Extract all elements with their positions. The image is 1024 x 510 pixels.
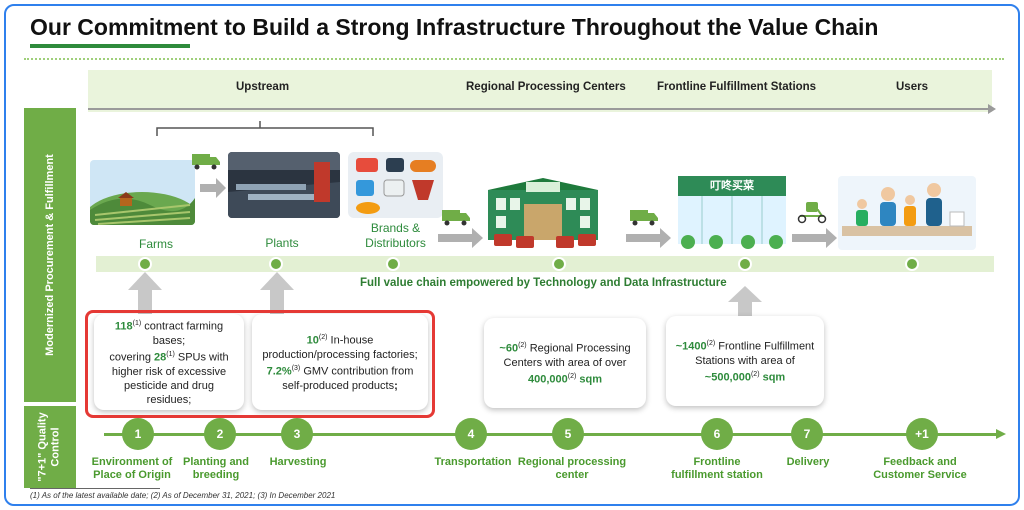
store-sign: 叮咚买菜 (678, 176, 786, 196)
quality-step-6-circle: 6 (701, 418, 733, 450)
title-divider (24, 58, 1004, 60)
card-plants-text: 10(2) In-house production/processing fac… (262, 334, 418, 392)
card-regional-processing: ~60(2) Regional Processing Centers with … (484, 318, 646, 408)
quality-step-1-circle: 1 (122, 418, 154, 450)
card-frontline-stations: ~1400(2) Frontline Fulfillment Stations … (666, 316, 824, 406)
truck-icon (192, 154, 220, 170)
farms-image (90, 160, 195, 225)
flow-dot-users (905, 257, 919, 271)
stage-users: Users (896, 81, 928, 93)
quality-step-4-label: Transportation (434, 456, 512, 468)
truck-icon (442, 210, 470, 226)
quality-timeline (104, 433, 998, 436)
footnote-rule (30, 488, 160, 489)
card-ffs-text: ~1400(2) Frontline Fulfillment Stations … (675, 340, 815, 384)
footnote: (1) As of the latest available date; (2)… (30, 491, 336, 500)
node-label-farms: Farms (139, 237, 173, 251)
side-label-procurement: Modernized Procurement & Fulfillment (24, 108, 76, 402)
flow-dot-rpc (552, 257, 566, 271)
plants-image (228, 152, 340, 218)
card-farms-text: 118(1) contract farming bases; covering … (109, 320, 229, 406)
flow-dot-plants (269, 257, 283, 271)
quality-step-5-circle: 5 (552, 418, 584, 450)
title-underline (30, 44, 190, 48)
arrow-ffs-to-users (792, 228, 837, 248)
side-label-procurement-text: Modernized Procurement & Fulfillment (44, 154, 56, 356)
highlight-box (85, 310, 435, 418)
flow-caption: Full value chain empowered by Technology… (360, 277, 727, 289)
stage-upstream: Upstream (236, 81, 290, 93)
arrow-brands-to-rpc (438, 228, 483, 248)
stage-frontline-fulfillment-stations: Frontline Fulfillment Stations (657, 81, 817, 93)
quality-timeline-arrow (996, 429, 1006, 439)
quality-step-7-label: Delivery (786, 456, 830, 468)
arrow-plants-connector (343, 178, 349, 198)
stage-header-bar (88, 70, 992, 112)
flow-dot-brands (386, 257, 400, 271)
slide-frame (4, 4, 1020, 506)
card-plants: 10(2) In-house production/processing fac… (252, 314, 428, 410)
up-arrow-plants (260, 272, 294, 314)
up-arrow-farms (128, 272, 162, 314)
stage-regional-processing-centers: Regional Processing Centers (466, 81, 626, 93)
quality-step-2-circle: 2 (204, 418, 236, 450)
regional-processing-center-image (488, 178, 598, 248)
stage-arrow-head (988, 104, 996, 114)
card-farms: 118(1) contract farming bases; covering … (94, 314, 244, 410)
flow-dot-ffs (738, 257, 752, 271)
arrow-farms-to-plants (200, 178, 226, 198)
stage-timeline (88, 108, 990, 110)
frontline-station-image: 叮咚买菜 (672, 174, 792, 252)
quality-step-7-circle: 7 (791, 418, 823, 450)
quality-step-3-circle: 3 (281, 418, 313, 450)
flow-dot-farms (138, 257, 152, 271)
users-image (838, 176, 976, 250)
node-label-plants: Plants (265, 236, 299, 250)
truck-icon (630, 210, 658, 226)
up-arrow-ffs (728, 286, 762, 316)
quality-step-3-label: Harvesting (269, 456, 327, 468)
quality-step-4-circle: 4 (455, 418, 487, 450)
store-front-icon (678, 196, 786, 249)
quality-step-plus1-circle: +1 (906, 418, 938, 450)
scooter-icon (797, 202, 827, 224)
card-rpc-text: ~60(2) Regional Processing Centers with … (499, 342, 631, 386)
slide-title: Our Commitment to Build a Strong Infrast… (30, 14, 879, 40)
upstream-brace (156, 121, 374, 136)
brands-image (348, 152, 443, 218)
arrow-rpc-to-ffs (626, 228, 671, 248)
value-chain-flow-bar (96, 256, 994, 272)
node-label-brands: Brands &Distributors (365, 221, 426, 250)
